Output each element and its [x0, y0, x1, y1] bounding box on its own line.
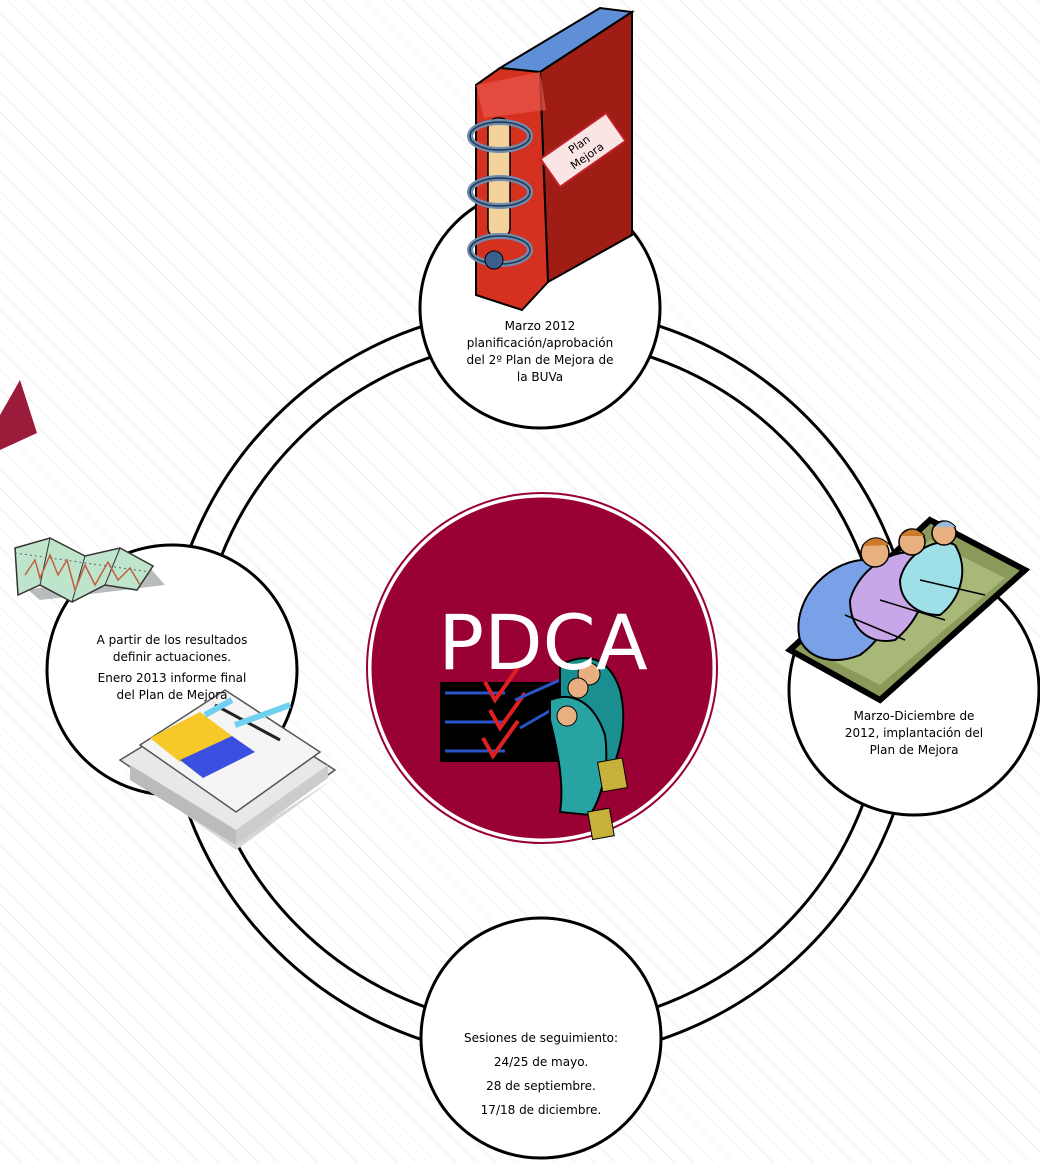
node-left-line3: Enero 2013 informe final	[97, 671, 247, 685]
people-writing-icon	[784, 516, 1031, 704]
document-stack-icon	[118, 689, 337, 850]
node-top-line2: planificación/aprobación	[466, 336, 614, 350]
node-right-line1: Marzo-Diciembre de	[853, 709, 975, 723]
binder-icon: Plan Mejora	[467, 6, 635, 312]
binder-tag	[539, 111, 627, 189]
node-bottom-line2: 24/25 de mayo.	[493, 1055, 589, 1069]
node-text-top: Marzo 2012 planificación/aprobación del …	[440, 318, 640, 386]
center-circle-border	[366, 492, 718, 844]
folded-chart-icon	[14, 537, 165, 603]
node-bottom-line3: 28 de septiembre.	[486, 1079, 596, 1093]
node-text-left: A partir de los resultados definir actua…	[72, 632, 272, 704]
node-right-line2: 2012, implantación del	[844, 726, 984, 740]
node-top-line3: del 2º Plan de Mejora de	[466, 353, 614, 367]
node-top-line1: Marzo 2012	[504, 319, 576, 333]
node-left-line2: definir actuaciones.	[112, 650, 232, 664]
node-right-line3: Plan de Mejora	[869, 743, 959, 757]
node-top-line4: la BUVa	[516, 370, 564, 384]
node-text-bottom: Sesiones de seguimiento: 24/25 de mayo. …	[441, 1026, 641, 1122]
arrow-shape	[0, 380, 37, 450]
pdca-center-label: PDCA	[438, 598, 648, 687]
checklist-icon	[440, 657, 628, 841]
node-bottom-line4: 17/18 de diciembre.	[480, 1103, 602, 1117]
node-bottom-line1: Sesiones de seguimiento:	[463, 1031, 619, 1045]
node-text-right: Marzo-Diciembre de 2012, implantación de…	[814, 708, 1014, 759]
node-circle-bottom	[419, 916, 663, 1160]
node-left-line4: del Plan de Mejora	[116, 688, 228, 702]
node-left-line1: A partir de los resultados	[96, 633, 248, 647]
